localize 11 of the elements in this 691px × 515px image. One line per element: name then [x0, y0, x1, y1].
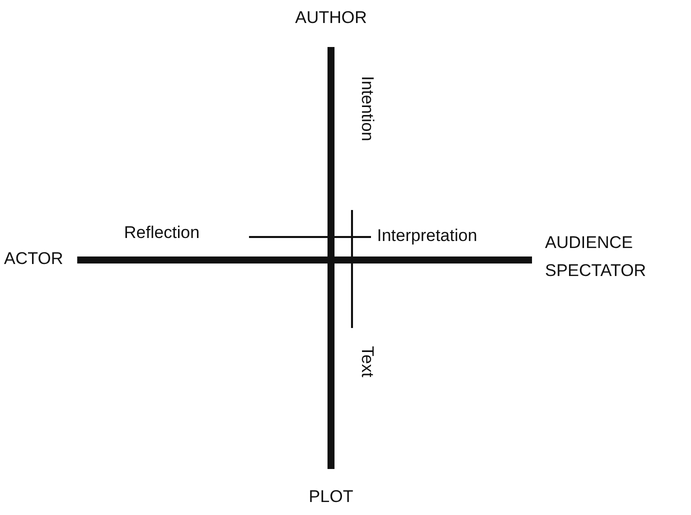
- axis-label: AUDIENCE SPECTATOR: [532, 229, 691, 285]
- axis-line: [328, 47, 334, 469]
- axis-label: AUTHOR: [291, 4, 371, 47]
- axis-line: [77, 256, 532, 264]
- line: [249, 236, 371, 238]
- axis-label: Reflection: [124, 219, 249, 247]
- axis-label: Intention: [357, 76, 377, 142]
- axis-label: Text: [357, 346, 377, 378]
- axis-label: PLOT: [301, 469, 361, 511]
- axis-label: ACTOR: [4, 245, 68, 273]
- axis-label: Interpretation: [371, 222, 527, 250]
